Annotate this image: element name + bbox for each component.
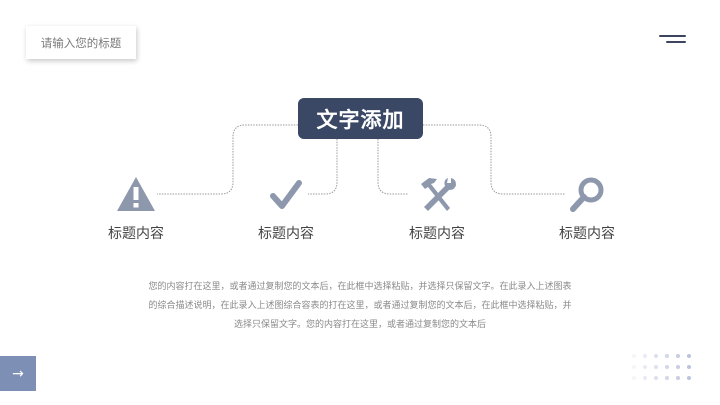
description-line: 您的内容打在这里，或者通过复制您的文本后，在此框中选择粘贴，并选择只保留文字。在… (148, 282, 572, 292)
feature-item-warning: 标题内容 (86, 175, 186, 243)
next-button[interactable]: → (0, 356, 36, 391)
center-title-box: 文字添加 (298, 98, 423, 139)
feature-label: 标题内容 (258, 226, 314, 242)
warning-icon (117, 177, 155, 211)
arrow-right-icon: → (12, 365, 24, 382)
decorative-dots (630, 352, 700, 388)
description-text: 您的内容打在这里，或者通过复制您的文本后，在此框中选择粘贴，并选择只保留文字。在… (100, 278, 620, 335)
menu-line-bottom (666, 41, 686, 43)
tools-icon (421, 178, 456, 211)
description-line: 选择只保留文字。您的内容打在这里，或者通过复制您的文本后 (233, 320, 486, 330)
feature-item-check: 标题内容 (236, 175, 336, 243)
feature-item-tools: 标题内容 (387, 175, 487, 243)
feature-label: 标题内容 (108, 226, 164, 242)
feature-item-search: 标题内容 (537, 175, 637, 243)
menu-lines-icon[interactable] (657, 33, 687, 45)
title-placeholder: 请输入您的标题 (40, 35, 122, 50)
center-title: 文字添加 (316, 107, 405, 132)
check-icon (270, 180, 302, 209)
description-line: 的综合描述说明，在此录入上述图综合容表的打在这里，或者通过复制您的文本后，在此框… (148, 301, 572, 311)
search-icon (570, 177, 604, 212)
title-input-box[interactable]: 请输入您的标题 (26, 26, 136, 59)
feature-label: 标题内容 (409, 226, 465, 242)
menu-line-top (659, 35, 686, 37)
feature-label: 标题内容 (559, 226, 615, 242)
